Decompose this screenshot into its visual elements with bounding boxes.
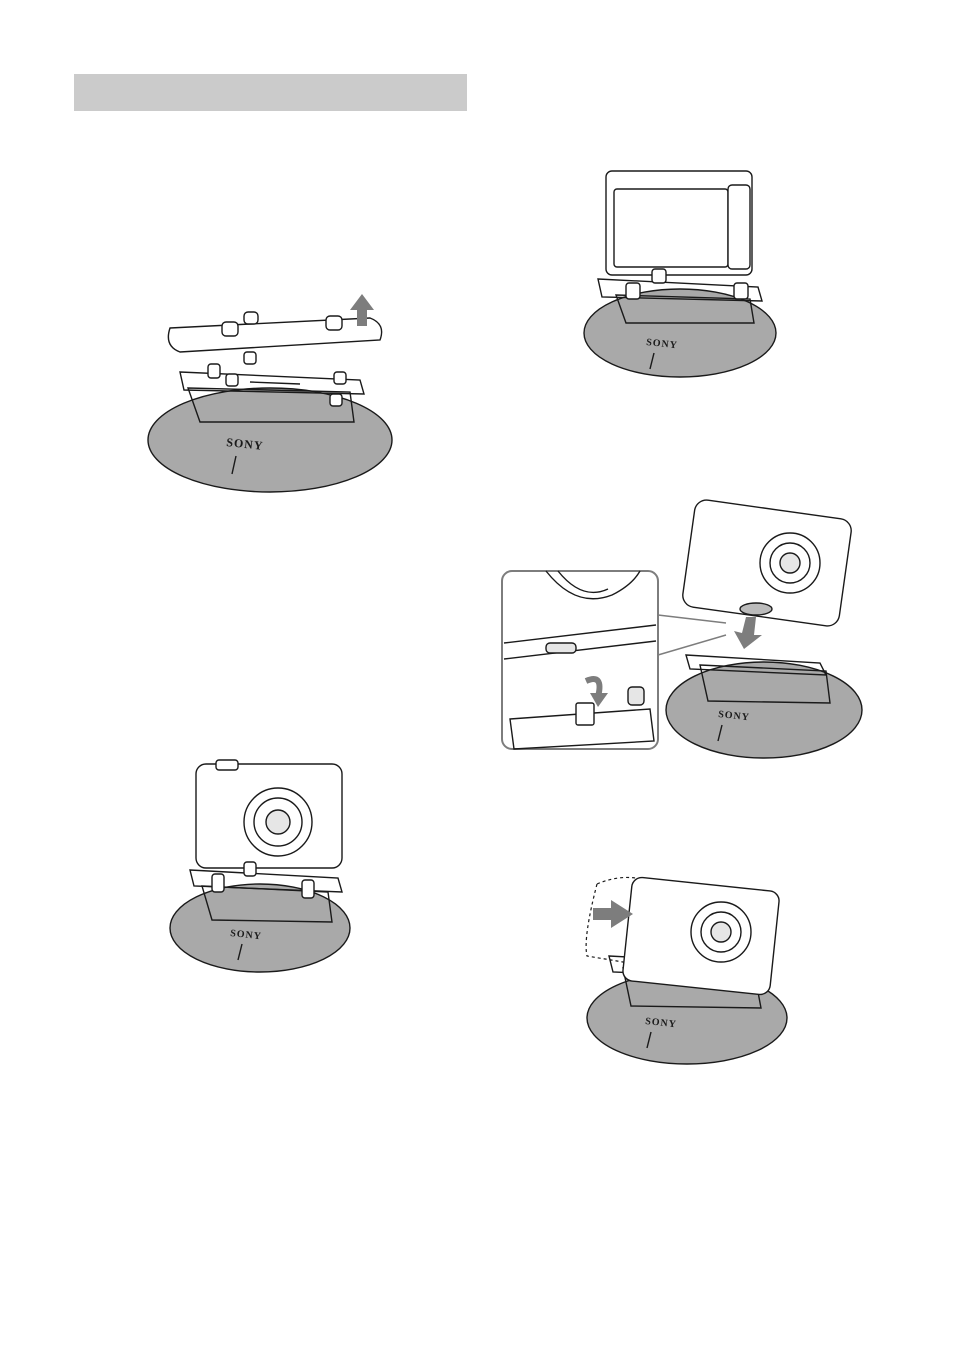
arrow-down-icon bbox=[734, 617, 762, 649]
figure-camera-lowered: SONY bbox=[500, 505, 870, 770]
figure-remove-cap: SONY bbox=[140, 290, 400, 500]
arrow-right-icon bbox=[593, 900, 633, 928]
figure-camera-slide-in: SONY bbox=[575, 868, 795, 1068]
figure-camera-upright: SONY bbox=[580, 165, 780, 385]
arrow-up-icon bbox=[350, 294, 374, 326]
figure-camera-front: SONY bbox=[168, 758, 354, 978]
section-header-bar bbox=[74, 74, 467, 111]
